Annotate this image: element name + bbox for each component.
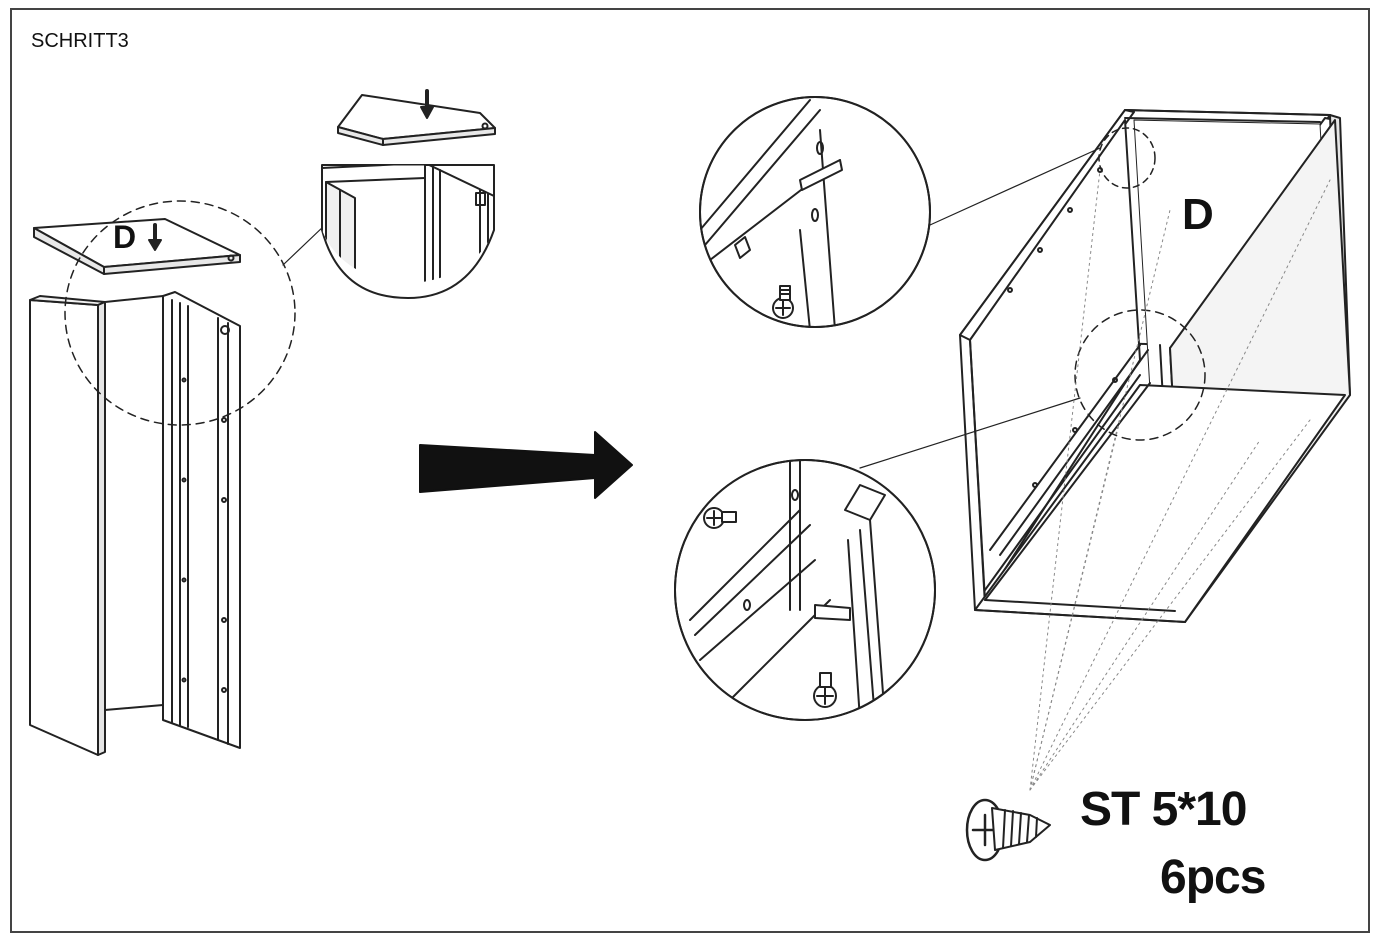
screw-quantity-label: 6pcs bbox=[1160, 851, 1266, 904]
transition-arrow bbox=[419, 431, 633, 499]
left-cabinet-drawing bbox=[29, 200, 326, 756]
panel-label-left: D bbox=[113, 219, 137, 255]
screw-icon bbox=[965, 798, 1051, 862]
inset-screw-1 bbox=[772, 285, 794, 319]
upper-screw-detail-inset bbox=[699, 96, 931, 328]
step-label: SCHRITT3 bbox=[31, 30, 129, 52]
screw-spec-label: ST 5*10 bbox=[1080, 783, 1247, 836]
instruction-frame bbox=[10, 8, 1370, 933]
inset-screw-3 bbox=[813, 672, 837, 708]
panel-label-right: D bbox=[1182, 190, 1214, 239]
right-cabinet-drawing bbox=[859, 109, 1351, 791]
inset-screw-2 bbox=[703, 507, 737, 529]
top-detail-inset bbox=[321, 89, 496, 299]
lower-screw-detail-inset bbox=[674, 459, 936, 721]
